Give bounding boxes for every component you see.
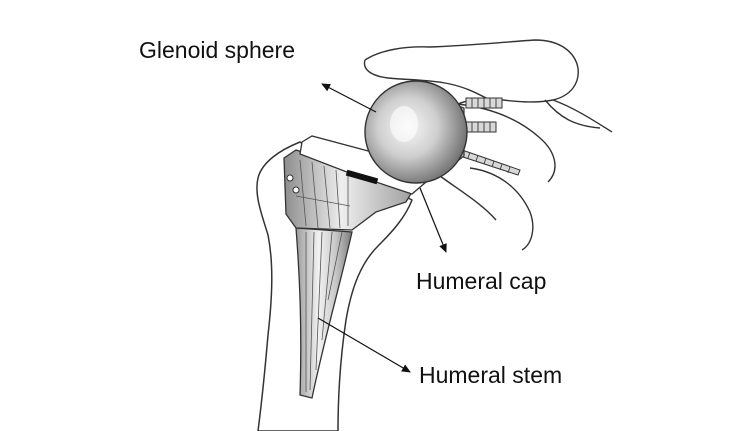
humeral-cap-label: Humeral cap	[416, 270, 546, 293]
glenoid-sphere	[365, 81, 467, 183]
glenoid-sphere-arrow	[322, 84, 376, 112]
humeral-cap-arrow	[420, 188, 446, 252]
glenoid-screws	[460, 98, 520, 175]
humeral-stem-label: Humeral stem	[419, 364, 562, 387]
glenoid-sphere-label: Glenoid sphere	[139, 39, 295, 62]
